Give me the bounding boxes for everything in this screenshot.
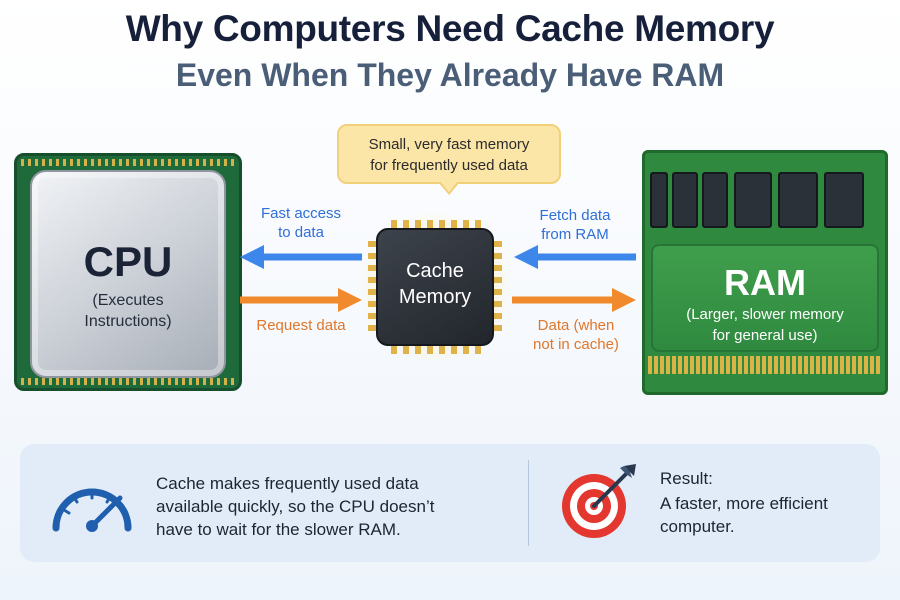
ram-chip [734, 172, 772, 228]
label-fetch-data: Fetch data from RAM [520, 206, 630, 244]
arrow-data-not-in-cache-head [612, 288, 636, 312]
label-fetch-data-line-2: from RAM [541, 226, 609, 243]
cache-chip-icon [376, 228, 494, 346]
ram-chip [650, 172, 668, 228]
callout-line-1: Small, very fast memory [368, 136, 530, 153]
ram-pins [648, 356, 882, 374]
ram-chip [702, 172, 728, 228]
cache-callout: Small, very fast memory for frequently u… [337, 124, 561, 184]
ram-description-line-2: for general use) [712, 327, 818, 344]
ram-label: RAM [724, 262, 806, 303]
label-fast-access-line-1: Fast access [260, 205, 342, 222]
result-line-1: A faster, more efficient [660, 494, 828, 513]
summary-text: Cache makes frequently used data availab… [156, 472, 516, 541]
panel-divider [528, 460, 529, 546]
cpu-description-line-1: (Executes [92, 292, 164, 309]
arrow-request-data-head [338, 288, 362, 312]
label-data-not-in-cache-line-1: Data (when [537, 317, 615, 334]
cache-pins-bottom [391, 346, 483, 354]
ram-description-line-1: (Larger, slower memory [686, 306, 844, 323]
target-icon [562, 464, 636, 538]
cpu-chip-icon [30, 170, 226, 378]
cache-pins-right [494, 241, 502, 333]
cpu-contacts-bottom [21, 378, 235, 385]
ram-label-panel [651, 244, 879, 352]
cpu-description: (Executes Instructions) [30, 290, 226, 332]
cache-label-line-1: Cache [406, 260, 464, 282]
cpu-contacts-top [21, 159, 235, 166]
result-title: Result: [660, 469, 713, 488]
page-title: Why Computers Need Cache Memory [125, 8, 775, 49]
label-data-not-in-cache-line-2: not in cache) [533, 336, 619, 353]
summary-line-2: available quickly, so the CPU doesn’t [156, 497, 435, 516]
ram-chip [778, 172, 818, 228]
ram-chip [672, 172, 698, 228]
callout-tail-fill [440, 181, 458, 192]
page-subtitle: Even When They Already Have RAM [175, 57, 725, 93]
cache-label: Cache Memory [376, 258, 494, 310]
summary-panel [20, 444, 880, 562]
label-request-data: Request data [256, 317, 346, 334]
speedometer-icon [52, 488, 132, 532]
label-data-not-in-cache: Data (when not in cache) [516, 316, 636, 354]
summary-line-3: have to wait for the slower RAM. [156, 520, 401, 539]
arrow-fetch-data-head [514, 245, 538, 269]
label-fast-access: Fast access to data [246, 204, 356, 242]
cpu-description-line-2: Instructions) [84, 313, 172, 330]
label-fast-access-line-2: to data [278, 224, 324, 241]
ram-chip [824, 172, 864, 228]
cpu-label: CPU [83, 238, 173, 285]
ram-description: (Larger, slower memory for general use) [651, 304, 879, 346]
arrow-fast-access-head [240, 245, 264, 269]
callout-line-2: for frequently used data [370, 157, 528, 174]
label-fetch-data-line-1: Fetch data [539, 207, 611, 224]
cache-pins-left [368, 241, 376, 333]
cache-pins-top [391, 220, 483, 228]
result-text: A faster, more efficient computer. [660, 492, 870, 538]
summary-line-1: Cache makes frequently used data [156, 474, 419, 493]
cache-label-line-2: Memory [398, 286, 472, 308]
result-line-2: computer. [660, 517, 735, 536]
